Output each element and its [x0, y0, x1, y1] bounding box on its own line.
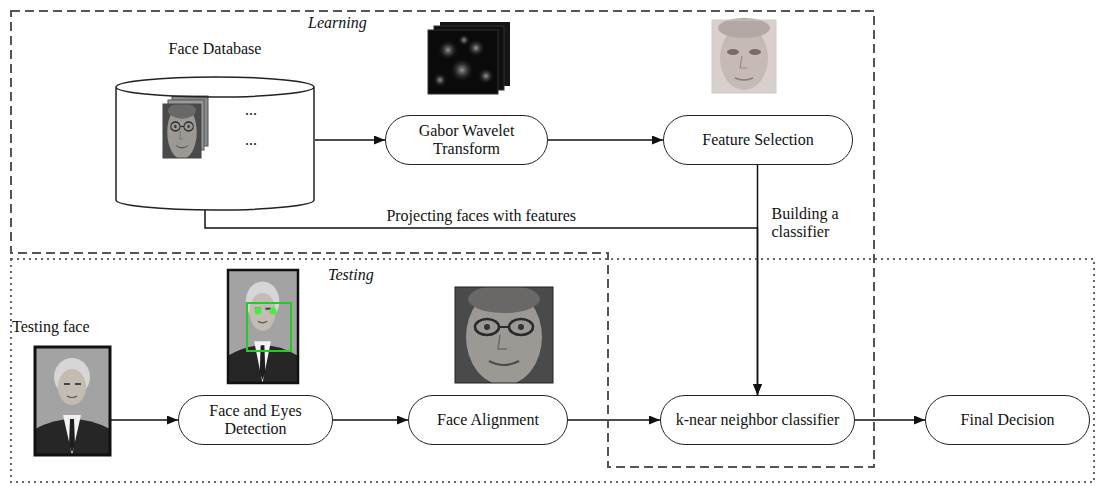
edge-label: Building a classifier	[770, 205, 858, 241]
process-box: Gabor Wavelet Transform	[385, 115, 548, 165]
box-label: k-near neighbor classifier	[676, 411, 839, 429]
arrow-connector	[333, 419, 408, 421]
node-outline	[115, 40, 315, 212]
box-label: Face Alignment	[437, 411, 539, 429]
node-heading: Face Database	[115, 40, 315, 58]
node-heading: Testing face	[12, 318, 90, 336]
decision-box: Final Decision	[925, 395, 1090, 445]
box-label: Gabor Wavelet Transform	[400, 122, 533, 158]
box-label: Face and Eyes Detection	[193, 402, 318, 438]
arrow-connector	[205, 210, 758, 395]
arrow-connector	[855, 419, 925, 421]
aligned-face-photo	[455, 285, 553, 385]
box-label: Final Decision	[961, 411, 1055, 429]
outline-path	[11, 259, 1094, 482]
box-label: Feature Selection	[702, 131, 814, 149]
classifier-box: k-near neighbor classifier	[660, 395, 855, 445]
arrow-connector	[568, 419, 660, 421]
outline-path	[116, 77, 314, 210]
detection-photo	[228, 270, 298, 383]
face-database-cylinder: Face Database......	[115, 40, 315, 212]
arrow-connector	[315, 139, 385, 141]
node-outline	[10, 258, 1095, 483]
testing-face-node: Testing face	[12, 318, 110, 457]
testing-face-photo	[35, 347, 110, 455]
node-heading: ...	[245, 131, 257, 149]
node-heading: Testing	[328, 266, 374, 284]
eye-marker	[270, 308, 277, 315]
process-box: Face Alignment	[408, 395, 568, 445]
process-box: Face and Eyes Detection	[178, 395, 333, 445]
outline-path	[11, 11, 874, 467]
edge-label: Projecting faces with features	[384, 207, 578, 225]
face-detection-box	[247, 303, 291, 351]
node-heading: Learning	[308, 14, 367, 32]
selected-feature-face	[712, 18, 776, 93]
testing-region: TestingTesting faceFace and Eyes Detecti…	[10, 258, 1095, 483]
process-box: Feature Selection	[663, 115, 853, 165]
face-thumbnail	[163, 103, 201, 159]
database-face-images	[163, 96, 208, 159]
eye-marker	[255, 308, 262, 315]
gabor-wavelet-images	[428, 22, 510, 94]
arrow-connector	[110, 419, 178, 421]
arrow-connector	[548, 139, 663, 141]
node-heading: ...	[245, 101, 257, 119]
